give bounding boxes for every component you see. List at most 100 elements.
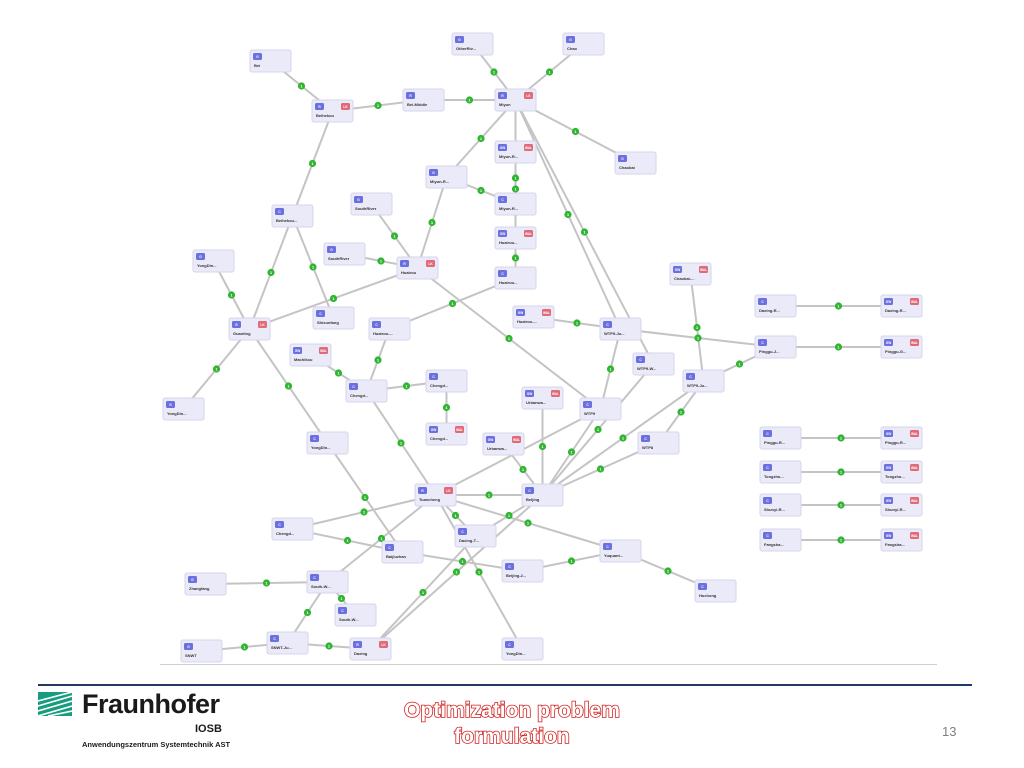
edge-marker-label: 1 [311, 161, 314, 166]
edge-marker-label: 1 [400, 440, 403, 445]
node-badge-label: WAL [320, 349, 327, 353]
edge-marker: 1 [227, 291, 236, 299]
node-pingguR[interactable]: CPinggu-R... [759, 426, 802, 450]
node-badge [310, 435, 319, 442]
node-label: YongDin... [506, 651, 525, 656]
node-yuquan[interactable]: CYuquant... [599, 539, 642, 563]
node-yongdin3[interactable]: CYongDin... [306, 431, 349, 455]
node-otherriv[interactable]: GOtherRiv... [451, 32, 494, 56]
node-shunyi1[interactable]: CShunyi-R... [759, 493, 802, 517]
node-yongdin1[interactable]: GYongDin... [192, 249, 235, 273]
edge-marker: 1 [677, 408, 685, 416]
node-beihekou2[interactable]: CBeihekou... [271, 204, 314, 228]
node-badge-label: WAL [456, 428, 463, 432]
node-wtp9ju2[interactable]: CWTP9-Ju... [682, 369, 725, 393]
edge-marker: 1 [284, 382, 293, 390]
node-miyunr3[interactable]: CMiyun-R... [494, 192, 537, 216]
node-daxingr[interactable]: CDaxing-R... [754, 294, 797, 318]
node-chengd2[interactable]: CChengd... [425, 369, 468, 393]
node-badge-label: GW [295, 349, 301, 353]
node-tongzho1[interactable]: CTongzho... [759, 460, 802, 484]
edge-marker: 1 [619, 434, 627, 442]
edge-marker: 1 [571, 127, 580, 136]
node-yongdin2[interactable]: GYongDin... [162, 397, 205, 421]
node-label: SNWT-Ju... [271, 645, 292, 650]
edge-marker-label: 1 [337, 370, 340, 375]
node-badge-label: C [313, 576, 316, 580]
node-badge [884, 430, 893, 437]
node-miyunr1[interactable]: GMiyun-R... [425, 165, 468, 189]
node-badge-label: LK [428, 262, 433, 266]
node-badge-label: G [357, 198, 360, 202]
edge-marker-label: 1 [697, 335, 700, 340]
edge-marker-label: 1 [312, 264, 315, 269]
node-label: Shixunfang [317, 320, 339, 325]
node-badge-label: C [766, 534, 769, 538]
node-label: Bei [254, 63, 260, 68]
node-label: Huairou... [499, 280, 517, 285]
node-southw1[interactable]: CSouth-W... [306, 570, 349, 594]
node-wtp9w[interactable]: CWTP9-W... [632, 352, 675, 376]
node-huairou4[interactable]: CHuairou-... [368, 317, 411, 341]
node-wtp9ju[interactable]: CWTP9-Ju... [599, 317, 642, 341]
node-badge-label: LK [343, 105, 348, 109]
node-daxingt[interactable]: CDaxing-T... [454, 524, 497, 548]
edge-marker: 1 [451, 511, 460, 520]
edge-marker: 1 [511, 254, 520, 262]
node-badge-label: C [644, 437, 647, 441]
edge-marker-label: 1 [696, 325, 699, 330]
node-label: YongDin... [311, 445, 330, 450]
node-chengd1[interactable]: CChengd... [345, 379, 388, 403]
node-beijing2[interactable]: CBeijing-2... [501, 559, 544, 583]
edge-marker: 1 [309, 263, 317, 271]
node-huairou3[interactable]: CHuairou... [494, 266, 537, 290]
node-southw2[interactable]: CSouth-W... [334, 603, 377, 627]
node-label: Daxing-R... [759, 308, 780, 313]
node-yongdin4[interactable]: CYongDin... [501, 637, 544, 661]
node-pinggu[interactable]: CPinggu-J... [754, 335, 797, 359]
edge-marker-label: 1 [363, 509, 366, 514]
node-chengd4[interactable]: CChengd... [271, 517, 314, 541]
edge-marker: 1 [377, 257, 385, 265]
node-label: Chaobai-... [674, 276, 694, 281]
node-label: Chengd... [430, 383, 448, 388]
node-fangsha1[interactable]: CFangsha... [759, 528, 802, 552]
edge-marker-label: 1 [837, 344, 840, 349]
node-badge-label: GW [431, 428, 437, 432]
node-snwtju[interactable]: CSNWT-Ju... [266, 631, 309, 655]
